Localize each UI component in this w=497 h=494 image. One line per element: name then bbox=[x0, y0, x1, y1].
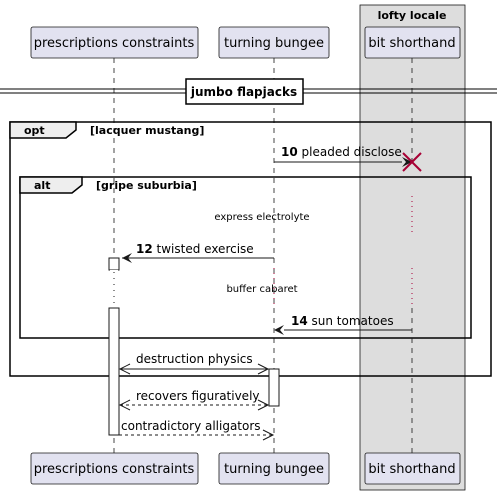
delay-label: buffer cabaret bbox=[226, 284, 297, 295]
participant-box-top bbox=[364, 26, 461, 59]
message-label: 14 sun tomatoes bbox=[291, 314, 394, 328]
activation-bar bbox=[108, 257, 120, 271]
message-text: sun tomatoes bbox=[312, 314, 394, 328]
divider-box bbox=[185, 78, 304, 105]
participant-box-bottom bbox=[364, 452, 461, 485]
participant-box-top bbox=[218, 26, 330, 59]
message-number: 14 bbox=[291, 314, 308, 328]
participant-label: turning bungee bbox=[224, 462, 324, 477]
arrow-head bbox=[274, 325, 284, 335]
participant-label: bit shorthand bbox=[368, 462, 455, 477]
opt-keyword: opt bbox=[24, 124, 45, 137]
message-text: twisted exercise bbox=[157, 242, 254, 256]
activation-bar bbox=[108, 307, 120, 436]
message-label: 12 twisted exercise bbox=[136, 242, 254, 256]
alt-tab bbox=[19, 176, 83, 194]
arrow-head bbox=[262, 429, 275, 441]
activation-bar bbox=[268, 368, 280, 407]
message-label: destruction physics bbox=[136, 352, 253, 366]
arrow-head bbox=[257, 399, 270, 411]
arrow-head bbox=[402, 157, 412, 167]
opt-frame bbox=[9, 121, 492, 377]
message-text: pleaded disclose bbox=[302, 145, 402, 159]
arrow-head bbox=[122, 253, 132, 263]
box-lofty-locale bbox=[359, 4, 466, 491]
participant-label: prescriptions constraints bbox=[34, 462, 195, 477]
arrow-head bbox=[257, 363, 270, 375]
alt-frame bbox=[19, 176, 472, 339]
participant-label: bit shorthand bbox=[368, 36, 455, 51]
opt-condition: [lacquer mustang] bbox=[90, 124, 204, 137]
participant-label: turning bungee bbox=[224, 36, 324, 51]
opt-tab bbox=[9, 121, 77, 139]
alt-condition: [gripe suburbia] bbox=[96, 179, 197, 192]
message-label: 10 pleaded disclose bbox=[281, 145, 402, 159]
message-number: 10 bbox=[281, 145, 298, 159]
alt-keyword: alt bbox=[34, 179, 50, 192]
message-label: contradictory alligators bbox=[121, 419, 261, 433]
divider-label: jumbo flapjacks bbox=[190, 85, 297, 99]
message-number: 12 bbox=[136, 242, 153, 256]
participant-box-bottom bbox=[218, 452, 330, 485]
participant-box-bottom bbox=[30, 452, 199, 485]
participant-label: prescriptions constraints bbox=[34, 36, 195, 51]
destroy-icon bbox=[402, 152, 422, 172]
box-label: lofty locale bbox=[378, 9, 447, 22]
message-label: recovers figuratively bbox=[136, 389, 260, 403]
participant-box-top bbox=[30, 26, 199, 59]
arrow-head bbox=[118, 399, 131, 411]
delay-label: express electrolyte bbox=[214, 212, 309, 223]
arrow-head bbox=[118, 363, 131, 375]
